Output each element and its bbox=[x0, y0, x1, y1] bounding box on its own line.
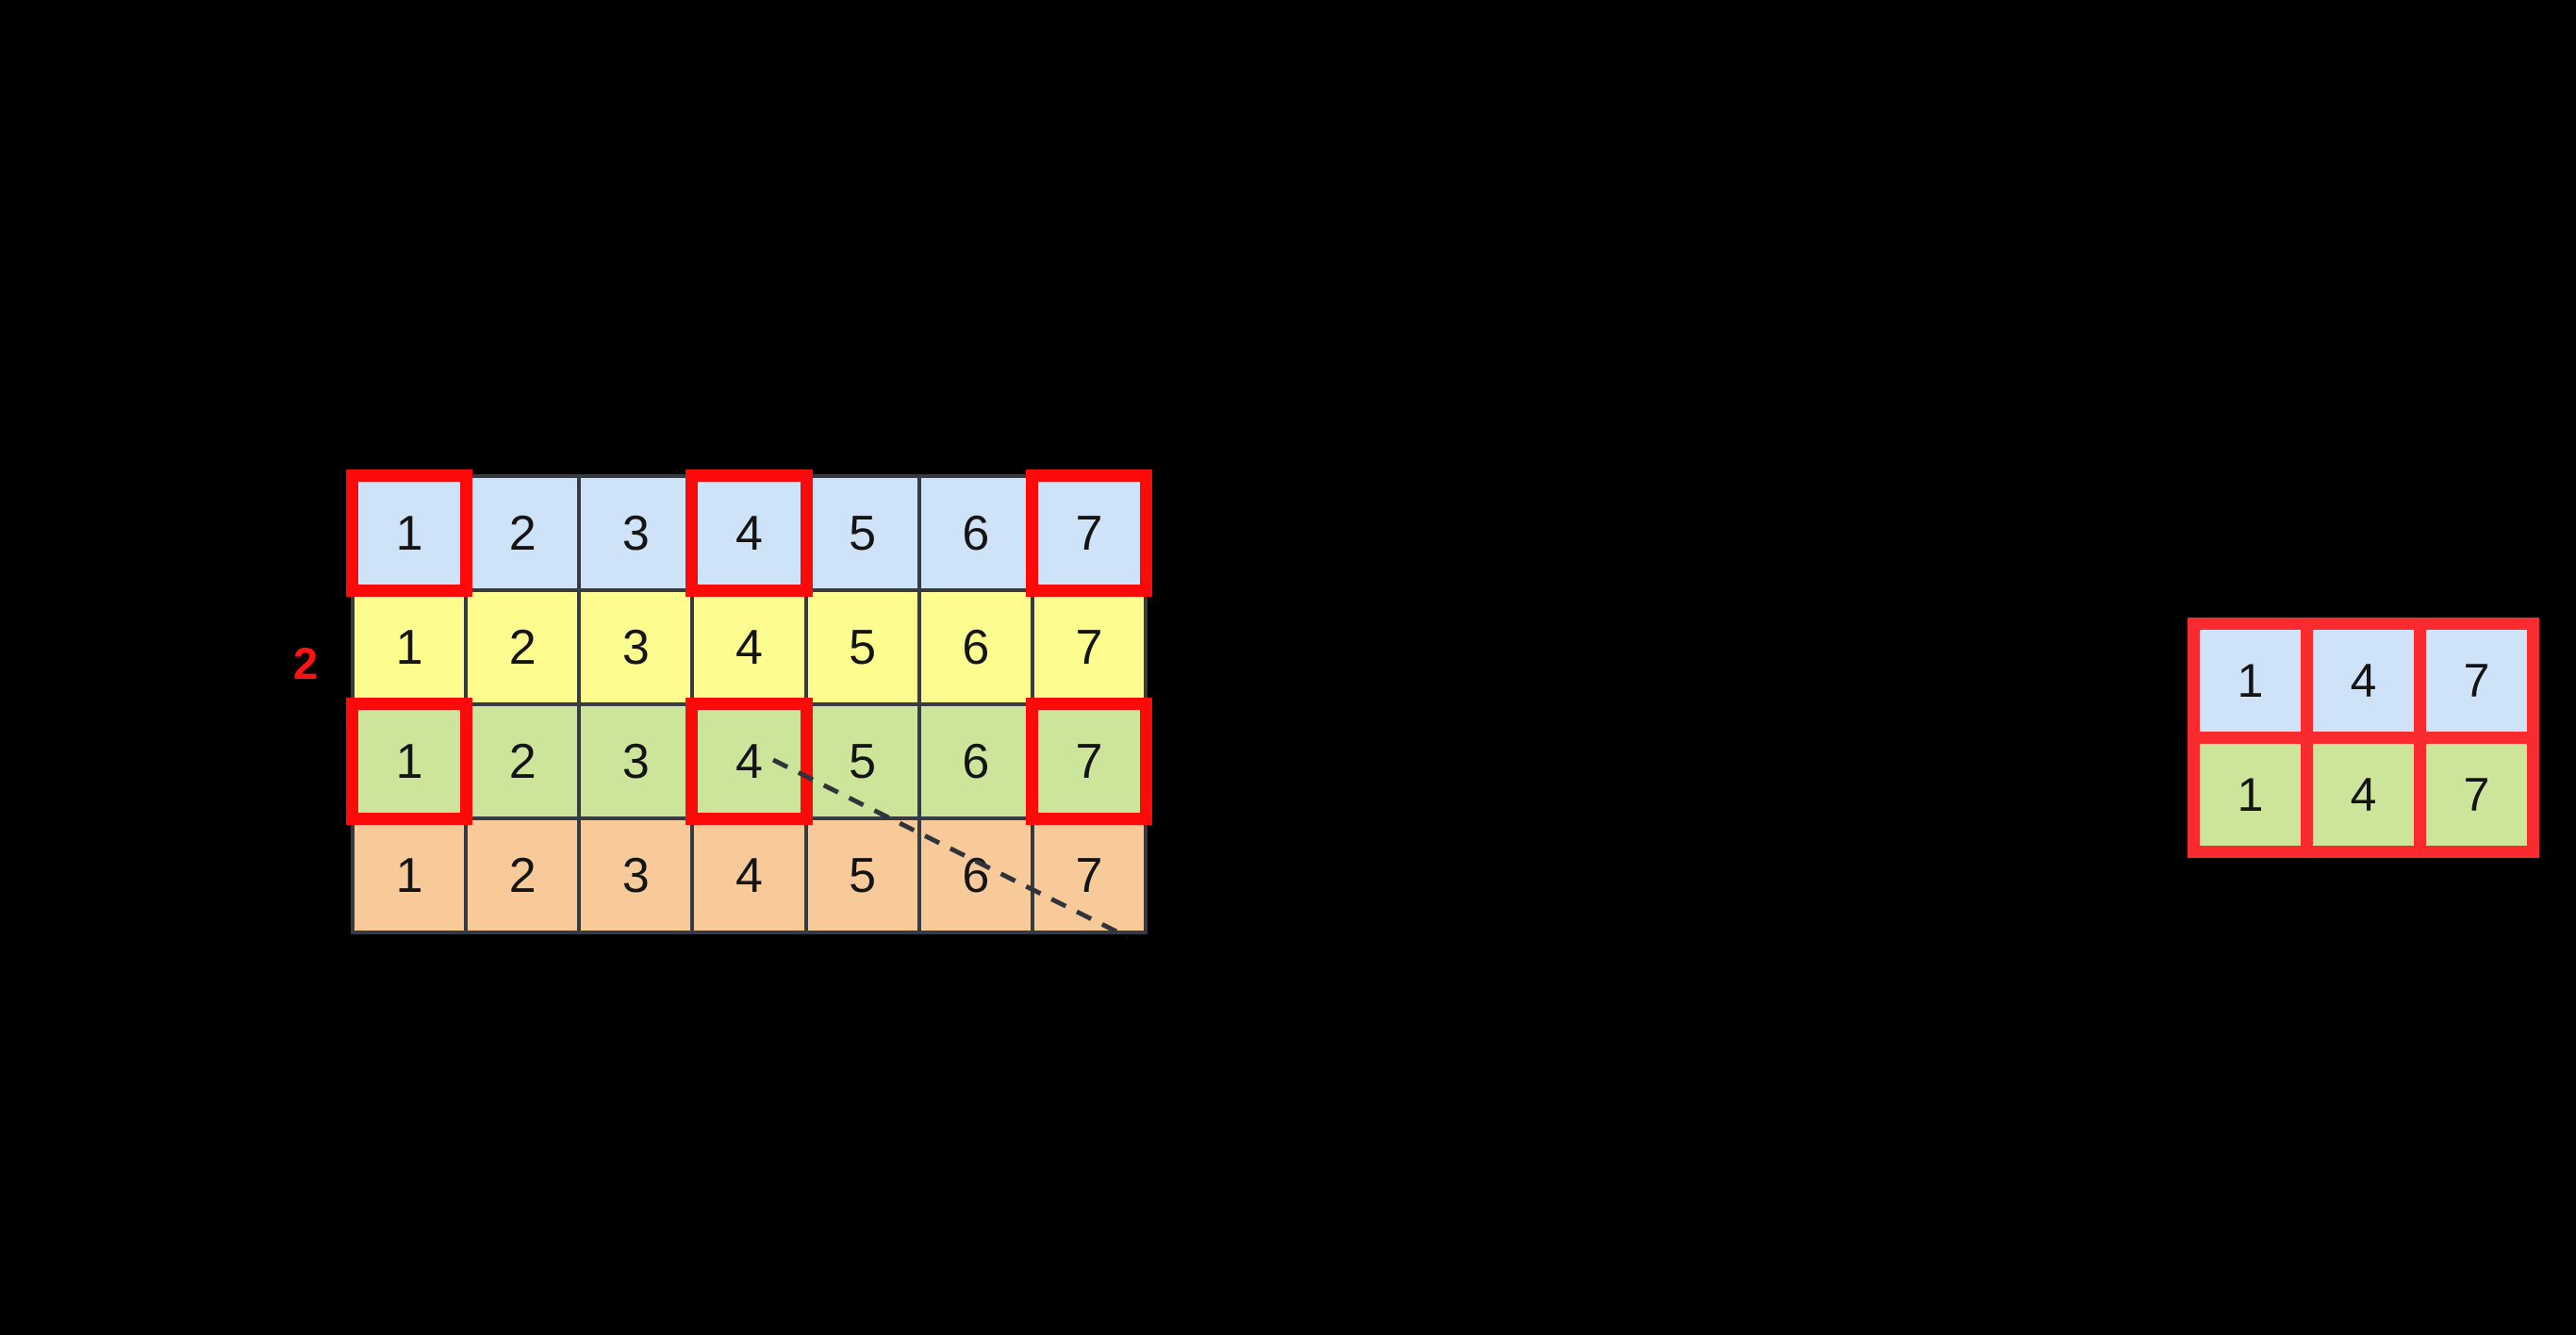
array-cell-r1c5: 5 bbox=[805, 476, 919, 590]
array-cell-r2c6: 6 bbox=[918, 590, 1032, 704]
array-cell-r2c1: 1 bbox=[353, 590, 467, 704]
array-cell-r3c4: 4 bbox=[685, 698, 813, 825]
array-row-green: 1 2 3 4 5 6 7 bbox=[345, 698, 1153, 825]
array-row-yellow: 1 2 3 4 5 6 7 bbox=[353, 590, 1146, 704]
array-cell-r4c4: 4 bbox=[692, 818, 806, 932]
array-cell-r1c4: 4 bbox=[685, 470, 813, 597]
result-cell-r1c3: 7 bbox=[2426, 630, 2527, 732]
array-cell-r1c2: 2 bbox=[466, 476, 580, 590]
array-cell-r1c1: 1 bbox=[345, 470, 473, 597]
array-cell-r4c3: 3 bbox=[579, 818, 693, 932]
array-cell-r2c3: 3 bbox=[579, 590, 693, 704]
gathered-result-grid: 1 4 7 1 4 7 bbox=[2188, 618, 2539, 858]
array-cell-r3c1: 1 bbox=[345, 698, 473, 825]
array-cell-r2c5: 5 bbox=[805, 590, 919, 704]
array-cell-r2c4: 4 bbox=[692, 590, 806, 704]
array-row-blue: 1 2 3 4 5 6 7 bbox=[345, 470, 1153, 597]
array-cell-r3c5: 5 bbox=[805, 704, 919, 818]
array-row-orange: 1 2 3 4 5 6 7 bbox=[353, 818, 1146, 932]
result-cell-r1c1: 1 bbox=[2200, 630, 2301, 732]
array-cell-r2c2: 2 bbox=[466, 590, 580, 704]
array-cell-r3c3: 3 bbox=[579, 704, 693, 818]
array-cell-r2c7: 7 bbox=[1032, 590, 1146, 704]
array-cell-r3c2: 2 bbox=[466, 704, 580, 818]
array-cell-r4c1: 1 bbox=[353, 818, 467, 932]
array-cell-r4c7: 7 bbox=[1032, 818, 1146, 932]
result-cell-r2c3: 7 bbox=[2426, 744, 2527, 846]
result-cell-r2c2: 4 bbox=[2313, 744, 2414, 846]
result-cell-r2c1: 1 bbox=[2200, 744, 2301, 846]
array-cell-r3c6: 6 bbox=[918, 704, 1032, 818]
strided-array-grid: 1 2 3 4 5 6 7 1 2 3 4 5 6 7 1 2 3 4 5 6 … bbox=[345, 470, 1153, 934]
result-cell-r1c2: 4 bbox=[2313, 630, 2414, 732]
array-cell-r1c7: 7 bbox=[1025, 470, 1153, 597]
stride-value-label: 2 bbox=[292, 638, 319, 688]
array-cell-r4c5: 5 bbox=[805, 818, 919, 932]
array-cell-r4c6: 6 bbox=[918, 818, 1032, 932]
array-cell-r1c6: 6 bbox=[918, 476, 1032, 590]
array-cell-r1c3: 3 bbox=[579, 476, 693, 590]
array-cell-r3c7: 7 bbox=[1025, 698, 1153, 825]
array-cell-r4c2: 2 bbox=[466, 818, 580, 932]
